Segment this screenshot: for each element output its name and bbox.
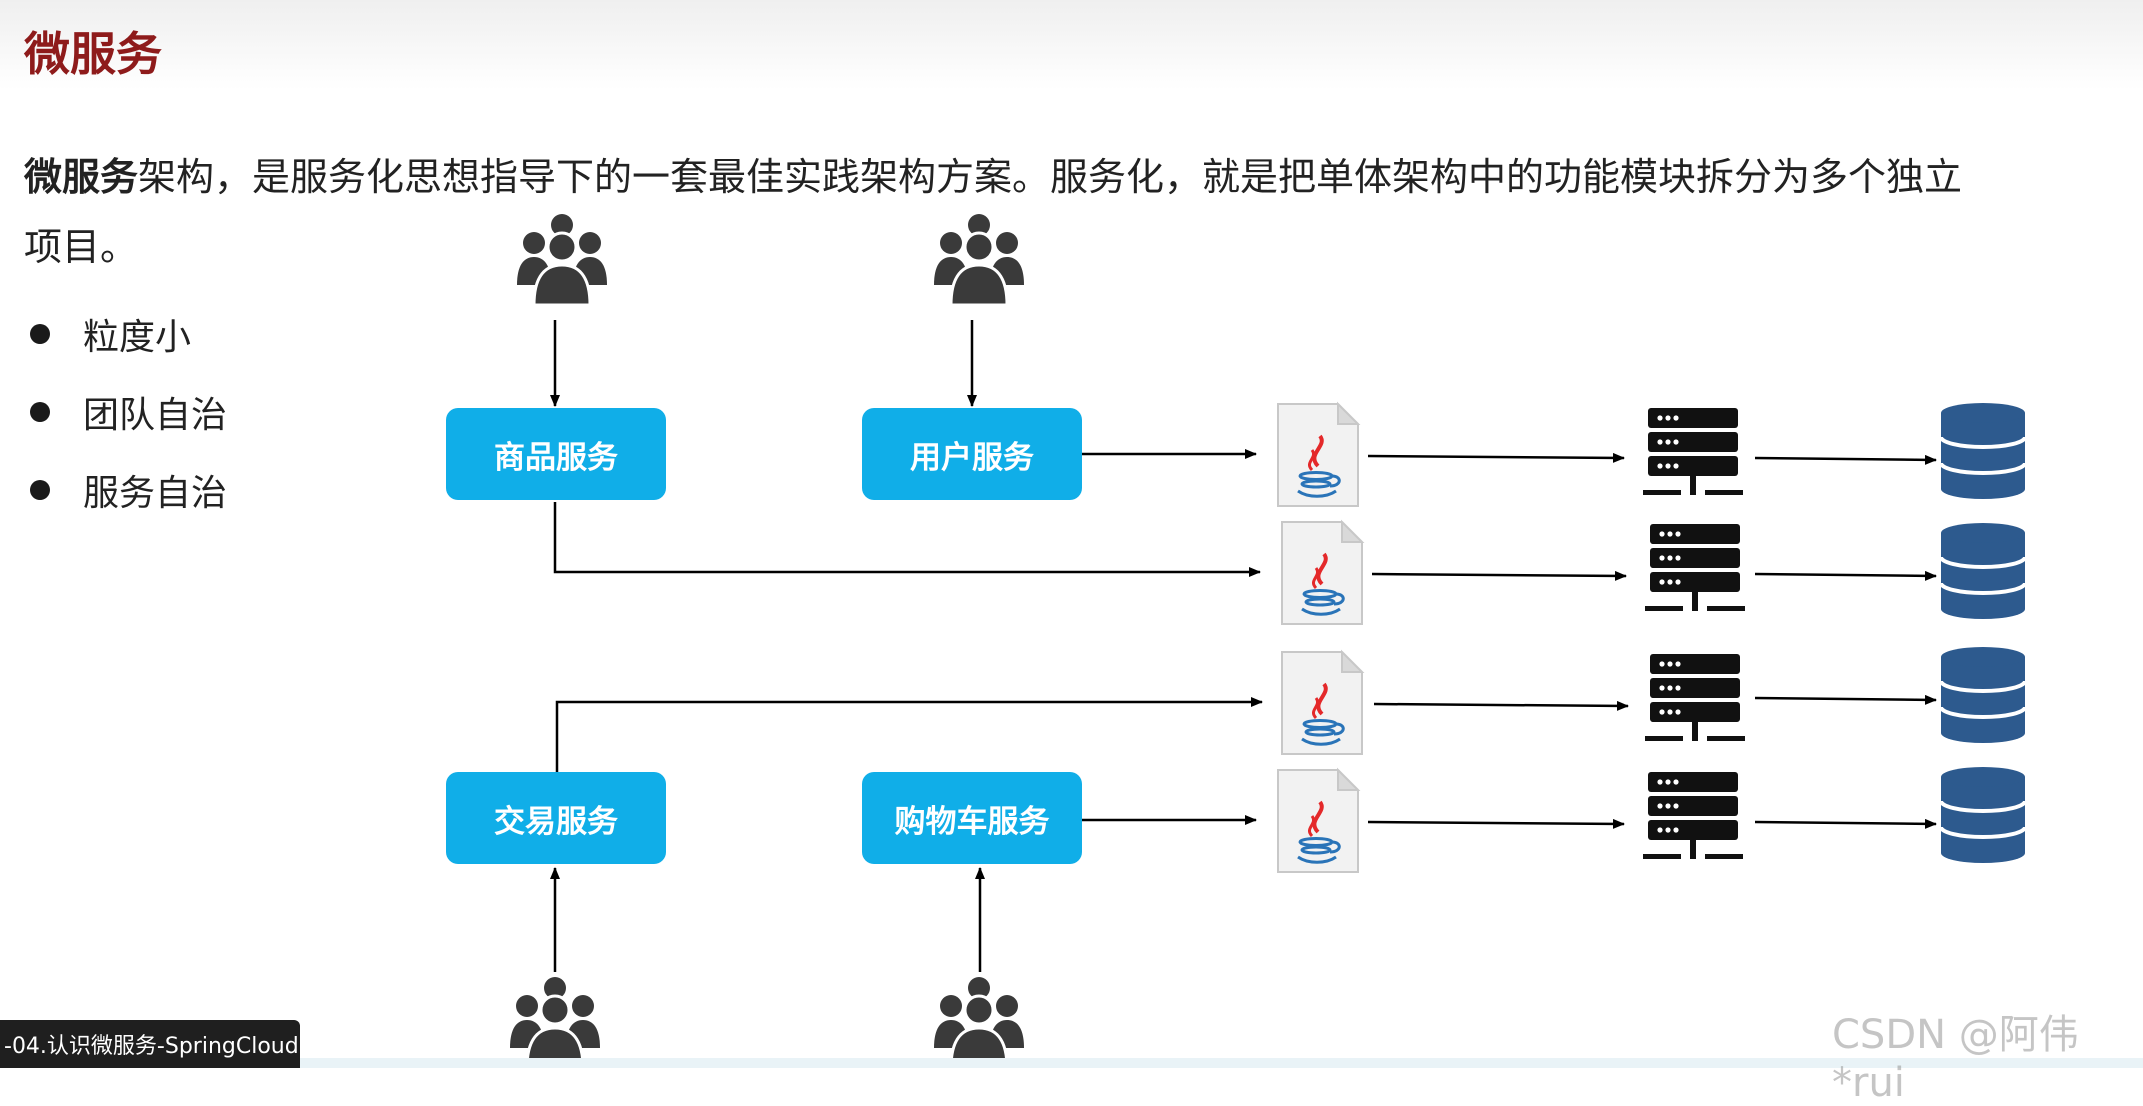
feature-bullet-list: 粒度小 团队自治 服务自治 [24,295,227,529]
arrow-jar-to-server-1 [1367,452,1625,463]
bullet-dot-icon [30,402,50,422]
server-rack-icon [1645,654,1745,741]
slide-header-bar [0,0,2143,90]
java-file-icon [1276,768,1360,874]
intro-line-1: 架构，是服务化思想指导下的一套最佳实践架构方案。服务化，就是把单体架构中的功能模… [138,155,1963,199]
server-rack-icon [1643,772,1743,859]
database-icon [1939,521,2027,621]
java-file-icon [1280,650,1364,756]
microservice-diagram [446,212,2027,1068]
arrow-jar-to-server-2 [1371,570,1627,581]
arrow-server-to-db-4 [1754,818,1937,829]
connector-lines [550,320,1937,972]
service-box-cart [862,772,1082,864]
service-box-trade [446,772,666,864]
bullet-label: 团队自治 [83,395,228,436]
slide-title: 微服务 [24,27,162,81]
csdn-watermark: CSDN @阿伟*rui [1832,1012,2079,1106]
java-file-icon [1276,402,1360,508]
database-icon [1939,401,2027,501]
bullet-dot-icon [30,324,50,344]
bullet-item: 粒度小 [24,295,227,373]
intro-bold-term: 微服务 [24,155,139,199]
bullet-dot-icon [30,480,50,500]
player-progress-strip [300,1058,2143,1068]
arrow-jar-to-server-4 [1367,818,1625,829]
arrow-product-to-jar [553,502,1261,577]
arrow-trade-to-jar [555,697,1263,772]
users-group-icon [932,212,1026,307]
java-file-icon [1280,520,1364,626]
database-icon [1939,645,2027,745]
users-group-icon [515,212,609,307]
arrow-server-to-db-2 [1754,570,1937,581]
bullet-label: 粒度小 [83,317,192,358]
arrow-server-to-db-1 [1754,454,1937,465]
bullet-label: 服务自治 [83,473,228,514]
database-icon [1939,765,2027,865]
service-box-product [446,408,666,500]
intro-line-2: 项目。 [24,225,139,269]
users-group-icon [932,975,1026,1068]
service-box-user [862,408,1082,500]
bullet-item: 团队自治 [24,373,227,451]
intro-paragraph: 微服务架构，是服务化思想指导下的一套最佳实践架构方案。服务化，就是把单体架构中的… [24,142,2004,282]
server-rack-icon [1645,524,1745,611]
users-group-icon [508,975,602,1068]
arrow-server-to-db-3 [1754,694,1937,705]
arrow-jar-to-server-3 [1373,700,1629,711]
video-title-tag: -04.认识微服务-SpringCloud [0,1020,300,1068]
bullet-item: 服务自治 [24,451,227,529]
server-rack-icon [1643,408,1743,495]
